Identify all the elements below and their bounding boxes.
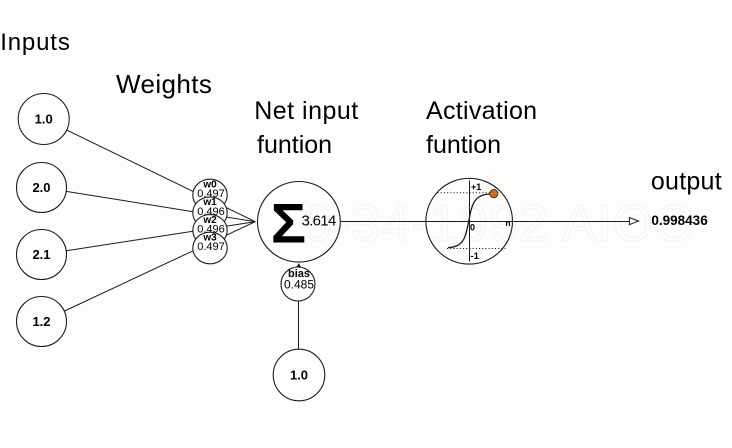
svg-text:0.496: 0.496 [197, 224, 225, 236]
svg-text:0.485: 0.485 [284, 278, 314, 292]
svg-text:1.0: 1.0 [290, 368, 308, 383]
svg-text:w2: w2 [202, 215, 217, 226]
svg-text:w0: w0 [202, 180, 217, 191]
svg-text:-1: -1 [471, 251, 480, 262]
svg-text:Weights: Weights [116, 69, 212, 99]
svg-text:funtion: funtion [257, 131, 332, 159]
svg-text:0.496: 0.496 [197, 206, 225, 218]
svg-text:bias: bias [288, 268, 310, 280]
svg-text:Σ: Σ [271, 193, 306, 255]
svg-text:0.998436: 0.998436 [651, 213, 708, 228]
svg-text:0: 0 [470, 222, 475, 232]
svg-text:n: n [505, 218, 510, 228]
svg-text:1.2: 1.2 [32, 314, 50, 329]
svg-text:0-34-1992 AIOO: 0-34-1992 AIOO [303, 195, 696, 253]
svg-text:Net input: Net input [254, 97, 359, 125]
svg-text:0.497: 0.497 [197, 188, 225, 200]
svg-text:Activation: Activation [426, 97, 537, 125]
svg-text:0.497: 0.497 [197, 241, 225, 253]
svg-text:+1: +1 [471, 182, 481, 192]
svg-text:2.0: 2.0 [32, 180, 50, 195]
svg-text:funtion: funtion [426, 131, 501, 159]
svg-text:2.1: 2.1 [32, 247, 50, 262]
svg-text:3.614: 3.614 [302, 213, 336, 230]
svg-text:Inputs: Inputs [0, 29, 70, 56]
svg-text:1.0: 1.0 [35, 112, 53, 127]
svg-text:w1: w1 [202, 197, 217, 208]
svg-text:output: output [651, 168, 722, 196]
svg-text:w3: w3 [202, 232, 217, 243]
